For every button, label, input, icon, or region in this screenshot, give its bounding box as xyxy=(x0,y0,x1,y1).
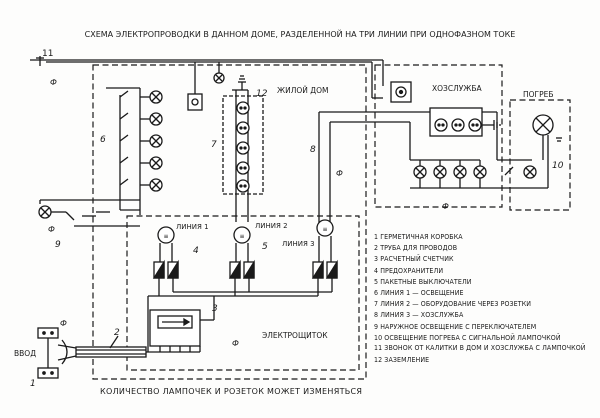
feeder-wires xyxy=(159,236,332,262)
legend-item: 8 ЛИНИЯ 3 — ХОЗСЛУЖБА xyxy=(374,311,464,320)
label-2: 2 xyxy=(114,328,120,338)
label-3: 3 xyxy=(212,304,218,314)
lamp xyxy=(149,178,163,192)
label-5: 5 xyxy=(262,242,268,252)
legend-item: 12 ЗАЗЕМЛЕНИЕ xyxy=(374,355,430,364)
fuse xyxy=(152,259,165,279)
label-11: 11 xyxy=(42,49,53,59)
label-10: 10 xyxy=(552,161,564,171)
switch-line-2: ≡ xyxy=(233,226,251,244)
cellar-label: ПОГРЕБ xyxy=(523,90,554,99)
house-label: ЖИЛОЙ ДОМ xyxy=(277,86,328,95)
line-2-label: ЛИНИЯ 2 xyxy=(255,222,288,230)
lamp xyxy=(413,165,427,179)
footer-note: КОЛИЧЕСТВО ЛАМПОЧЕК И РОЗЕТОК МОЖЕТ ИЗМЕ… xyxy=(100,387,362,396)
diagram-title: СХЕМА ЭЛЕКТРОПРОВОДКИ В ДАННОМ ДОМЕ, РАЗ… xyxy=(85,28,516,39)
fuse xyxy=(242,259,255,279)
lamp xyxy=(149,90,163,104)
region-borders xyxy=(92,64,571,380)
fuse xyxy=(228,259,241,279)
svg-text:≡: ≡ xyxy=(322,226,327,233)
panel-label: ЭЛЕКТРОЩИТОК xyxy=(262,331,328,340)
socket xyxy=(236,121,250,135)
input-label: ВВОД xyxy=(14,349,36,358)
legend-item: 9 НАРУЖНОЕ ОСВЕЩЕНИЕ С ПЕРЕКЛЮЧАТЕЛЕМ xyxy=(374,322,537,331)
sealed-box xyxy=(37,327,77,379)
legend-item: 7 ЛИНИЯ 2 — ОБОРУДОВАНИЕ ЧЕРЕЗ РОЗЕТКИ xyxy=(374,300,532,309)
utility-sockets xyxy=(429,107,501,137)
line-3-label: ЛИНИЯ 3 xyxy=(282,240,315,248)
socket xyxy=(434,118,448,132)
panel-border xyxy=(126,215,360,371)
switch-line-1: ≡ xyxy=(157,226,175,244)
phase-label-panel: Ф xyxy=(232,339,239,348)
top-feed-wires xyxy=(30,56,384,99)
svg-text:≡: ≡ xyxy=(239,233,244,240)
legend-item: 1 ГЕРМЕТИЧНАЯ КОРОБКА xyxy=(374,233,463,241)
fuse xyxy=(166,259,179,279)
lamp xyxy=(453,165,467,179)
lighting-line-1 xyxy=(106,87,141,215)
socket xyxy=(236,179,250,193)
label-8: 8 xyxy=(310,145,316,155)
line-switches: ≡ ≡ ≡ xyxy=(157,219,334,244)
cellar-fixture xyxy=(496,112,562,189)
phase-label-outdoor: Ф xyxy=(48,225,55,234)
legend-item: 10 ОСВЕЩЕНИЕ ПОГРЕБА С СИГНАЛЬНОЙ ЛАМПОЧ… xyxy=(374,333,561,342)
socket-outlets xyxy=(236,101,250,193)
lighting-lamps xyxy=(149,90,163,192)
label-9: 9 xyxy=(55,240,61,250)
legend-item: 2 ТРУБА ДЛЯ ПРОВОДОВ xyxy=(374,244,458,253)
electricity-meter xyxy=(149,296,215,352)
utility-border xyxy=(374,64,503,208)
lamp xyxy=(149,156,163,170)
phase-label-input: Ф xyxy=(60,319,67,328)
socket xyxy=(236,161,250,175)
label-7: 7 xyxy=(211,140,217,150)
svg-text:≡: ≡ xyxy=(163,233,168,240)
socket xyxy=(468,118,482,132)
label-4: 4 xyxy=(193,246,199,256)
line-1-label: ЛИНИЯ 1 xyxy=(176,223,209,231)
lamp xyxy=(149,112,163,126)
outdoor-lighting xyxy=(38,199,140,227)
doorbell xyxy=(187,62,225,111)
utility-label: ХОЗСЛУЖБА xyxy=(432,84,483,93)
fuses xyxy=(152,259,338,279)
switch-line-3: ≡ xyxy=(316,219,334,237)
cellar-border xyxy=(509,99,571,211)
legend-item: 4 ПРЕДОХРАНИТЕЛИ xyxy=(374,266,444,275)
label-1: 1 xyxy=(30,379,36,389)
socket xyxy=(236,141,250,155)
legend: 1 ГЕРМЕТИЧНАЯ КОРОБКА 2 ТРУБА ДЛЯ ПРОВОД… xyxy=(374,232,596,366)
phase-label-line3: Ф xyxy=(336,169,343,178)
legend-item: 3 РАСЧЕТНЫЙ СЧЕТЧИК xyxy=(374,255,454,264)
utility-lamps xyxy=(409,122,500,189)
input-conduit xyxy=(75,346,201,358)
ground-symbol xyxy=(238,75,246,83)
legend-item: 11 ЗВОНОК ОТ КАЛИТКИ В ДОМ И ХОЗСЛУЖБА С… xyxy=(374,344,586,353)
utility-bell-lamp xyxy=(390,81,412,103)
phase-label-utility: Ф xyxy=(442,202,449,211)
phase-label: Ф xyxy=(50,78,57,87)
label-12: 12 xyxy=(256,89,268,99)
lamp xyxy=(473,165,487,179)
busbars xyxy=(147,278,333,352)
lamp xyxy=(149,134,163,148)
socket xyxy=(451,118,465,132)
fuse xyxy=(325,259,338,279)
fuse xyxy=(311,259,324,279)
lighting-switches xyxy=(119,90,150,186)
house-border xyxy=(92,64,367,380)
label-6: 6 xyxy=(100,135,106,145)
lamp xyxy=(433,165,447,179)
socket xyxy=(236,101,250,115)
legend-item: 6 ЛИНИЯ 1 — ОСВЕЩЕНИЕ xyxy=(374,289,464,298)
legend-item: 5 ПАКЕТНЫЕ ВЫКЛЮЧАТЕЛИ xyxy=(374,277,472,286)
